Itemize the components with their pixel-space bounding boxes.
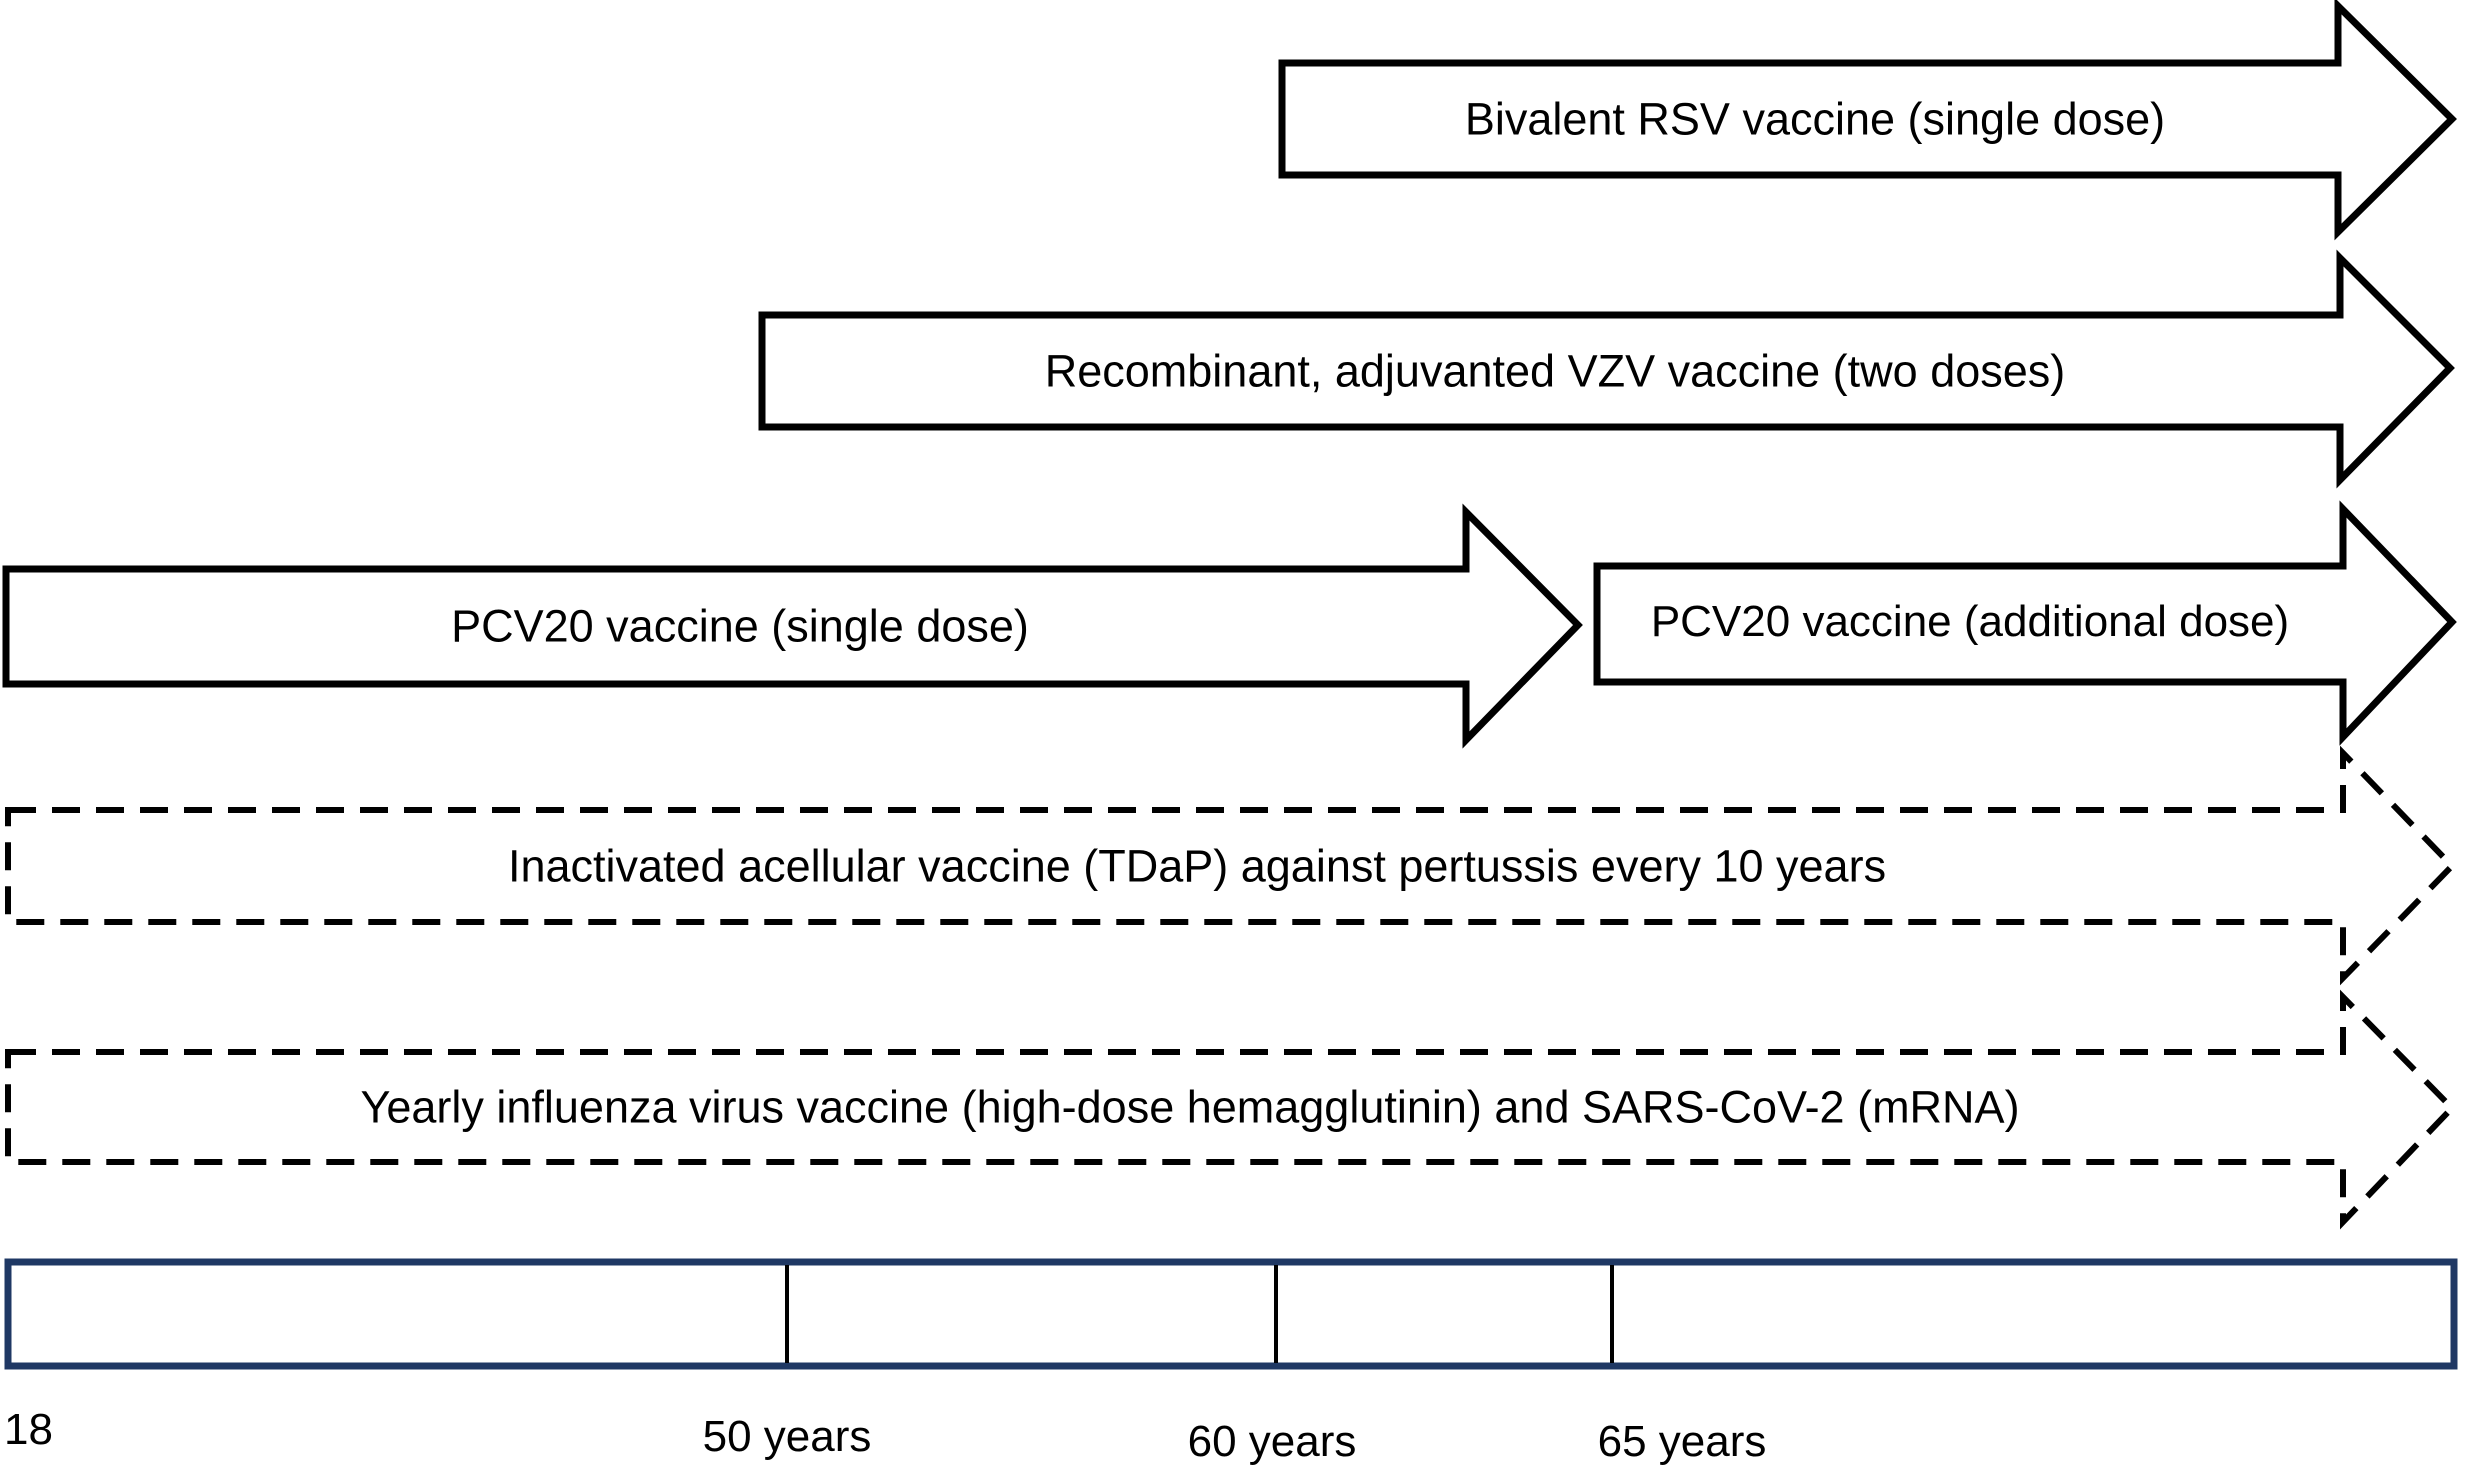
vzv-arrow-label: Recombinant, adjuvanted VZV vaccine (two… <box>1044 345 2066 397</box>
age-label-50-years: 50 years <box>702 1412 872 1461</box>
flu-covid-arrow-label: Yearly influenza virus vaccine (high-dos… <box>360 1081 2020 1133</box>
flu-covid-dashed-arrow-icon <box>5 989 2457 1230</box>
tdap-arrow-label: Inactivated acellular vaccine (TDaP) aga… <box>507 840 1887 892</box>
pcv20-single-arrow-icon <box>2 503 1583 749</box>
vzv-arrow-icon <box>758 249 2455 489</box>
pcv20-single-arrow-label: PCV20 vaccine (single dose) <box>451 600 1029 652</box>
pcv20-additional-arrow-icon <box>1593 500 2457 746</box>
rsv-arrow-icon <box>1278 0 2457 241</box>
age-label-18: 18 <box>4 1405 53 1454</box>
rsv-arrow-label: Bivalent RSV vaccine (single dose) <box>1464 93 2166 145</box>
age-label-60-years: 60 years <box>1187 1417 1357 1466</box>
age-axis-bar <box>4 1258 2458 1370</box>
age-label-65-years: 65 years <box>1597 1417 1767 1466</box>
tdap-dashed-arrow-icon <box>5 745 2457 986</box>
pcv20-additional-arrow-label: PCV20 vaccine (additional dose) <box>1650 597 2290 646</box>
